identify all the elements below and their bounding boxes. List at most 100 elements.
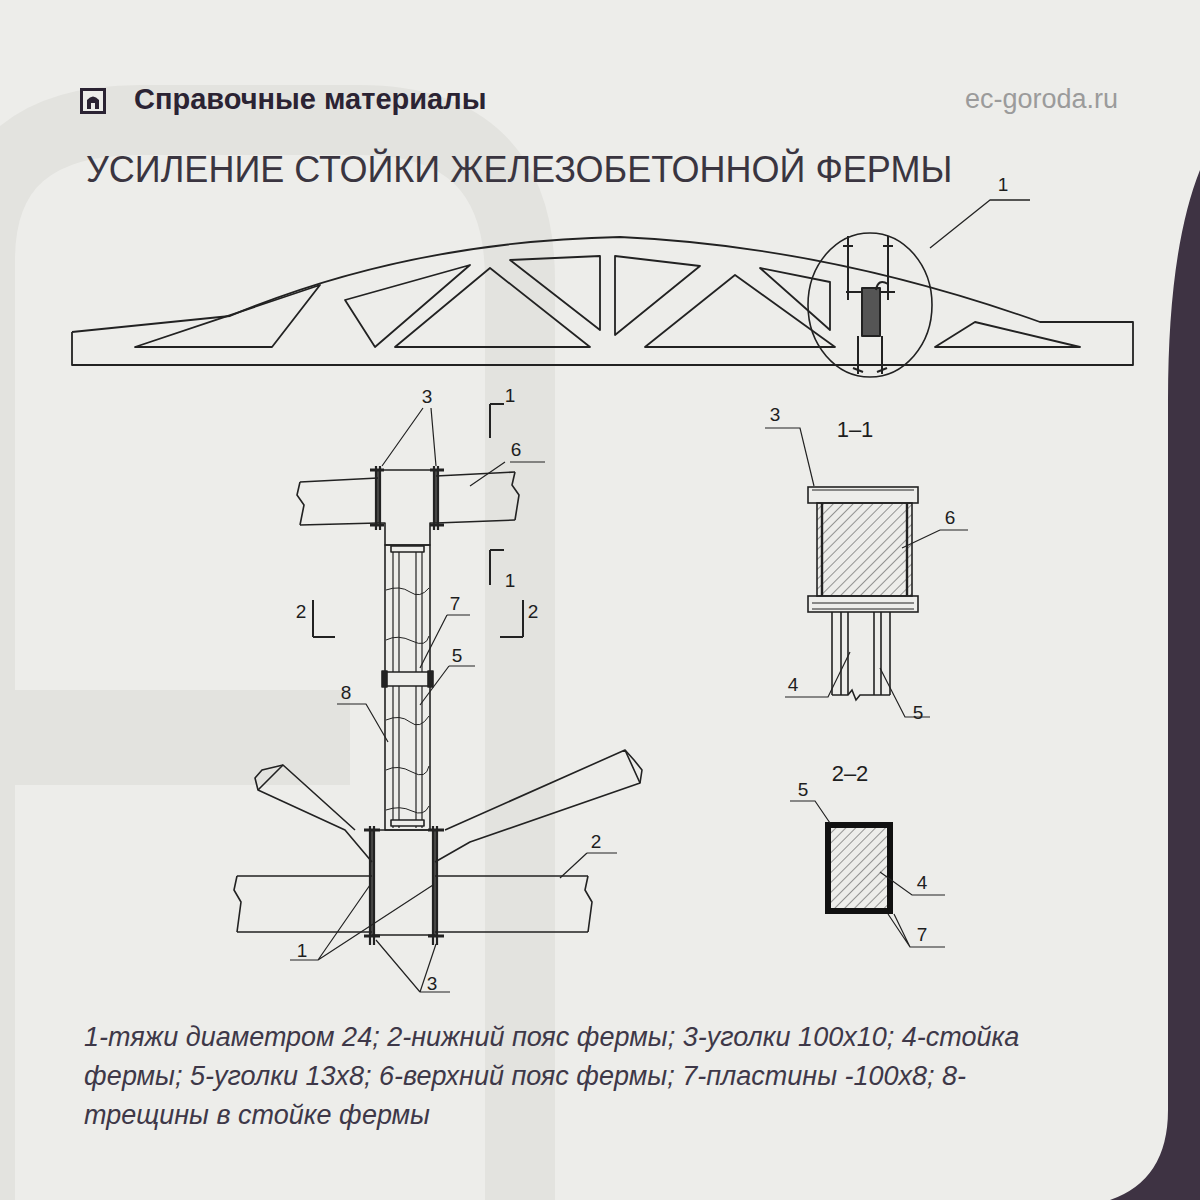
break-line — [255, 750, 642, 790]
leader-line — [290, 408, 617, 992]
plate — [391, 820, 424, 826]
site-url: ec-goroda.ru — [965, 84, 1118, 115]
plate — [391, 546, 424, 552]
angle-edge — [812, 490, 914, 609]
page-title: УСИЛЕНИЕ СТОЙКИ ЖЕЛЕЗОБЕТОННОЙ ФЕРМЫ — [86, 150, 952, 190]
angle — [370, 470, 444, 525]
angle — [364, 830, 444, 936]
callout-number: 8 — [339, 682, 354, 703]
callout-number: 5 — [796, 779, 811, 800]
callout-number: 2 — [294, 601, 309, 622]
callout-number: 1 — [503, 385, 518, 406]
detail-mini — [862, 288, 880, 336]
callout-number: 4 — [786, 674, 801, 695]
column — [385, 545, 430, 830]
leader-line — [420, 615, 470, 668]
leader-line — [880, 872, 945, 895]
leader-line — [902, 530, 968, 548]
break-line — [832, 690, 890, 700]
plate — [428, 671, 433, 687]
truss-opening — [135, 285, 320, 347]
leader-line — [337, 704, 388, 742]
detail-mini — [877, 368, 887, 372]
angle-3 — [808, 596, 918, 612]
header-icon — [87, 97, 99, 110]
header-icon — [80, 88, 106, 114]
legend-caption: 1-тяжи диаметром 24; 2-нижний пояс фермы… — [84, 1018, 1044, 1135]
callout-number: 2 — [526, 601, 541, 622]
leader-line — [765, 428, 814, 486]
watermark-band — [0, 690, 350, 785]
diagonal — [258, 750, 640, 862]
detail-mini — [843, 236, 895, 374]
callout-number: 1 — [996, 174, 1011, 195]
detail-mini — [853, 368, 863, 372]
truss-opening — [510, 256, 600, 330]
leader-line — [470, 462, 545, 486]
callout-number: 1 — [503, 570, 518, 591]
detail-ellipse — [808, 233, 932, 377]
callout-number: 1 — [295, 940, 310, 961]
top-chord-section — [817, 503, 912, 596]
top-node — [378, 470, 436, 545]
callout-number: 5 — [450, 645, 465, 666]
section-mark — [313, 404, 523, 637]
header-icon — [91, 103, 95, 109]
column-section — [828, 825, 890, 911]
detail-mini — [881, 336, 883, 374]
break-line — [234, 876, 592, 932]
leader-line — [420, 666, 475, 705]
callout-number: 7 — [915, 924, 930, 945]
plate — [383, 672, 432, 686]
detail-mini — [883, 245, 893, 247]
leader-line — [765, 428, 968, 717]
plate — [382, 671, 387, 687]
callout-number: 5 — [911, 702, 926, 723]
column-elevation — [234, 404, 642, 992]
detail-mini — [843, 245, 853, 247]
callout-number: 3 — [425, 973, 440, 994]
section-1-1 — [765, 428, 968, 717]
truss-opening — [645, 275, 835, 347]
top-chord — [300, 472, 515, 525]
corner-band — [1110, 170, 1200, 1200]
crack — [386, 588, 429, 813]
truss-opening — [615, 256, 700, 335]
tie-rod — [822, 503, 907, 596]
leader-line — [382, 408, 436, 466]
callout-number: 7 — [448, 593, 463, 614]
tie-rod — [370, 826, 437, 945]
callout-number: 2 — [589, 831, 604, 852]
detail-mini — [846, 282, 895, 292]
leader-line — [376, 940, 450, 992]
column-section — [832, 612, 890, 695]
leader-line — [888, 914, 945, 947]
tie-rod — [376, 466, 438, 530]
section-title: 1–1 — [835, 418, 876, 442]
truss-outline — [72, 237, 1133, 365]
angle-3 — [808, 487, 918, 503]
leader-line — [290, 885, 433, 960]
break-line — [297, 472, 519, 525]
leader-line — [785, 652, 850, 697]
header-icon — [83, 91, 103, 111]
callout-number: 4 — [915, 872, 930, 893]
callout-number: 3 — [768, 404, 783, 425]
header-text: Справочные материалы — [134, 83, 486, 116]
callout-number: 6 — [509, 439, 524, 460]
truss-opening — [345, 265, 470, 347]
leader-line — [790, 801, 945, 947]
leader-line — [790, 801, 830, 823]
truss-opening — [760, 268, 830, 330]
truss-elevation — [72, 200, 1133, 377]
truss-opening — [935, 322, 1080, 347]
detail-mini — [857, 336, 859, 374]
leader-line — [560, 853, 617, 878]
header-icon — [80, 88, 106, 114]
callout-number: 3 — [420, 386, 435, 407]
truss-opening — [395, 268, 590, 347]
section-2-2 — [790, 801, 945, 947]
callout-number: 6 — [943, 507, 958, 528]
section-title: 2–2 — [830, 762, 871, 786]
leader-line — [930, 200, 1030, 248]
